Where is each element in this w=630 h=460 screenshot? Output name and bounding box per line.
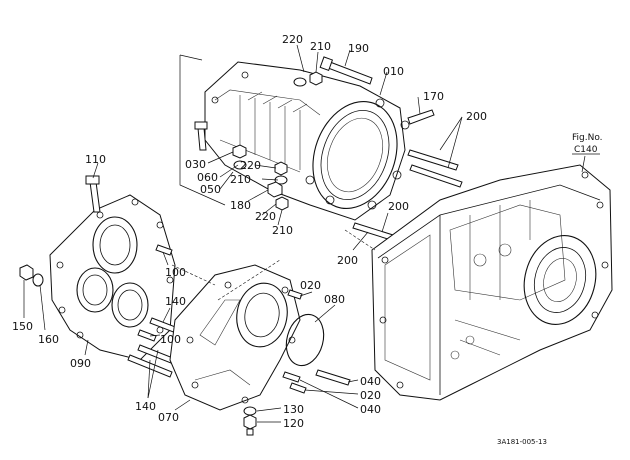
label-220: 220 xyxy=(240,159,261,172)
label-120: 120 xyxy=(283,417,304,430)
label-070: 070 xyxy=(158,411,179,424)
label-200: 200 xyxy=(388,200,409,213)
studs-040 xyxy=(282,369,351,386)
figure-ref-line1: Fig.No. xyxy=(572,133,603,143)
stud-200-middle xyxy=(352,222,394,241)
upper-housing-010 xyxy=(179,54,410,221)
label-220: 220 xyxy=(282,33,303,46)
stud-200-upper xyxy=(407,149,463,188)
stud-170 xyxy=(407,109,435,125)
pin-100b xyxy=(137,329,157,342)
label-110: 110 xyxy=(85,153,106,166)
label-210: 210 xyxy=(272,224,293,237)
label-080: 080 xyxy=(324,293,345,306)
plug-120 xyxy=(243,414,257,436)
pin-100a xyxy=(155,244,173,256)
figure-ref-line2: C140 xyxy=(574,145,598,155)
o-ring-080 xyxy=(285,313,325,367)
front-cover-090 xyxy=(49,194,176,361)
label-030: 030 xyxy=(185,158,206,171)
label-020: 020 xyxy=(360,389,381,402)
label-090: 090 xyxy=(70,357,91,370)
label-220: 220 xyxy=(255,210,276,223)
label-010: 010 xyxy=(383,65,404,78)
label-020: 020 xyxy=(300,279,321,292)
washer-050 xyxy=(233,160,247,170)
part-labels: 220 210 190 010 170 200 110 030 060 050 … xyxy=(12,33,487,430)
label-200: 200 xyxy=(466,110,487,123)
label-190: 190 xyxy=(348,42,369,55)
middle-cover-070 xyxy=(169,264,301,411)
pin-020 xyxy=(287,289,307,394)
footer-code: 3A181-005-13 xyxy=(497,438,547,446)
label-180: 180 xyxy=(230,199,251,212)
nut-210-low xyxy=(275,196,289,211)
bolt-110 xyxy=(85,175,101,213)
figure-reference: Fig.No. C140 xyxy=(572,133,603,173)
leader-lines xyxy=(23,44,463,423)
transmission-case xyxy=(371,164,613,401)
label-210: 210 xyxy=(310,40,331,53)
label-100: 100 xyxy=(165,266,186,279)
label-170: 170 xyxy=(423,90,444,103)
stud-180 xyxy=(267,181,283,198)
washer-160 xyxy=(32,273,44,287)
label-050: 050 xyxy=(200,183,221,196)
washer-220-top xyxy=(293,77,307,87)
label-160: 160 xyxy=(38,333,59,346)
nut-210-top xyxy=(309,71,323,86)
label-100: 100 xyxy=(160,333,181,346)
label-060: 060 xyxy=(197,171,218,184)
label-040: 040 xyxy=(360,375,381,388)
label-210: 210 xyxy=(230,173,251,186)
bolt-030 xyxy=(194,121,208,151)
nut-060 xyxy=(232,144,247,159)
alignment-lines xyxy=(171,229,376,301)
label-140: 140 xyxy=(165,295,186,308)
bolt-190 xyxy=(319,56,373,85)
label-040: 040 xyxy=(360,403,381,416)
label-140: 140 xyxy=(135,400,156,413)
nut-210-mid xyxy=(274,161,288,176)
label-130: 130 xyxy=(283,403,304,416)
washer-130 xyxy=(243,406,257,416)
label-200: 200 xyxy=(337,254,358,267)
plug-150 xyxy=(19,264,34,281)
label-150: 150 xyxy=(12,320,33,333)
